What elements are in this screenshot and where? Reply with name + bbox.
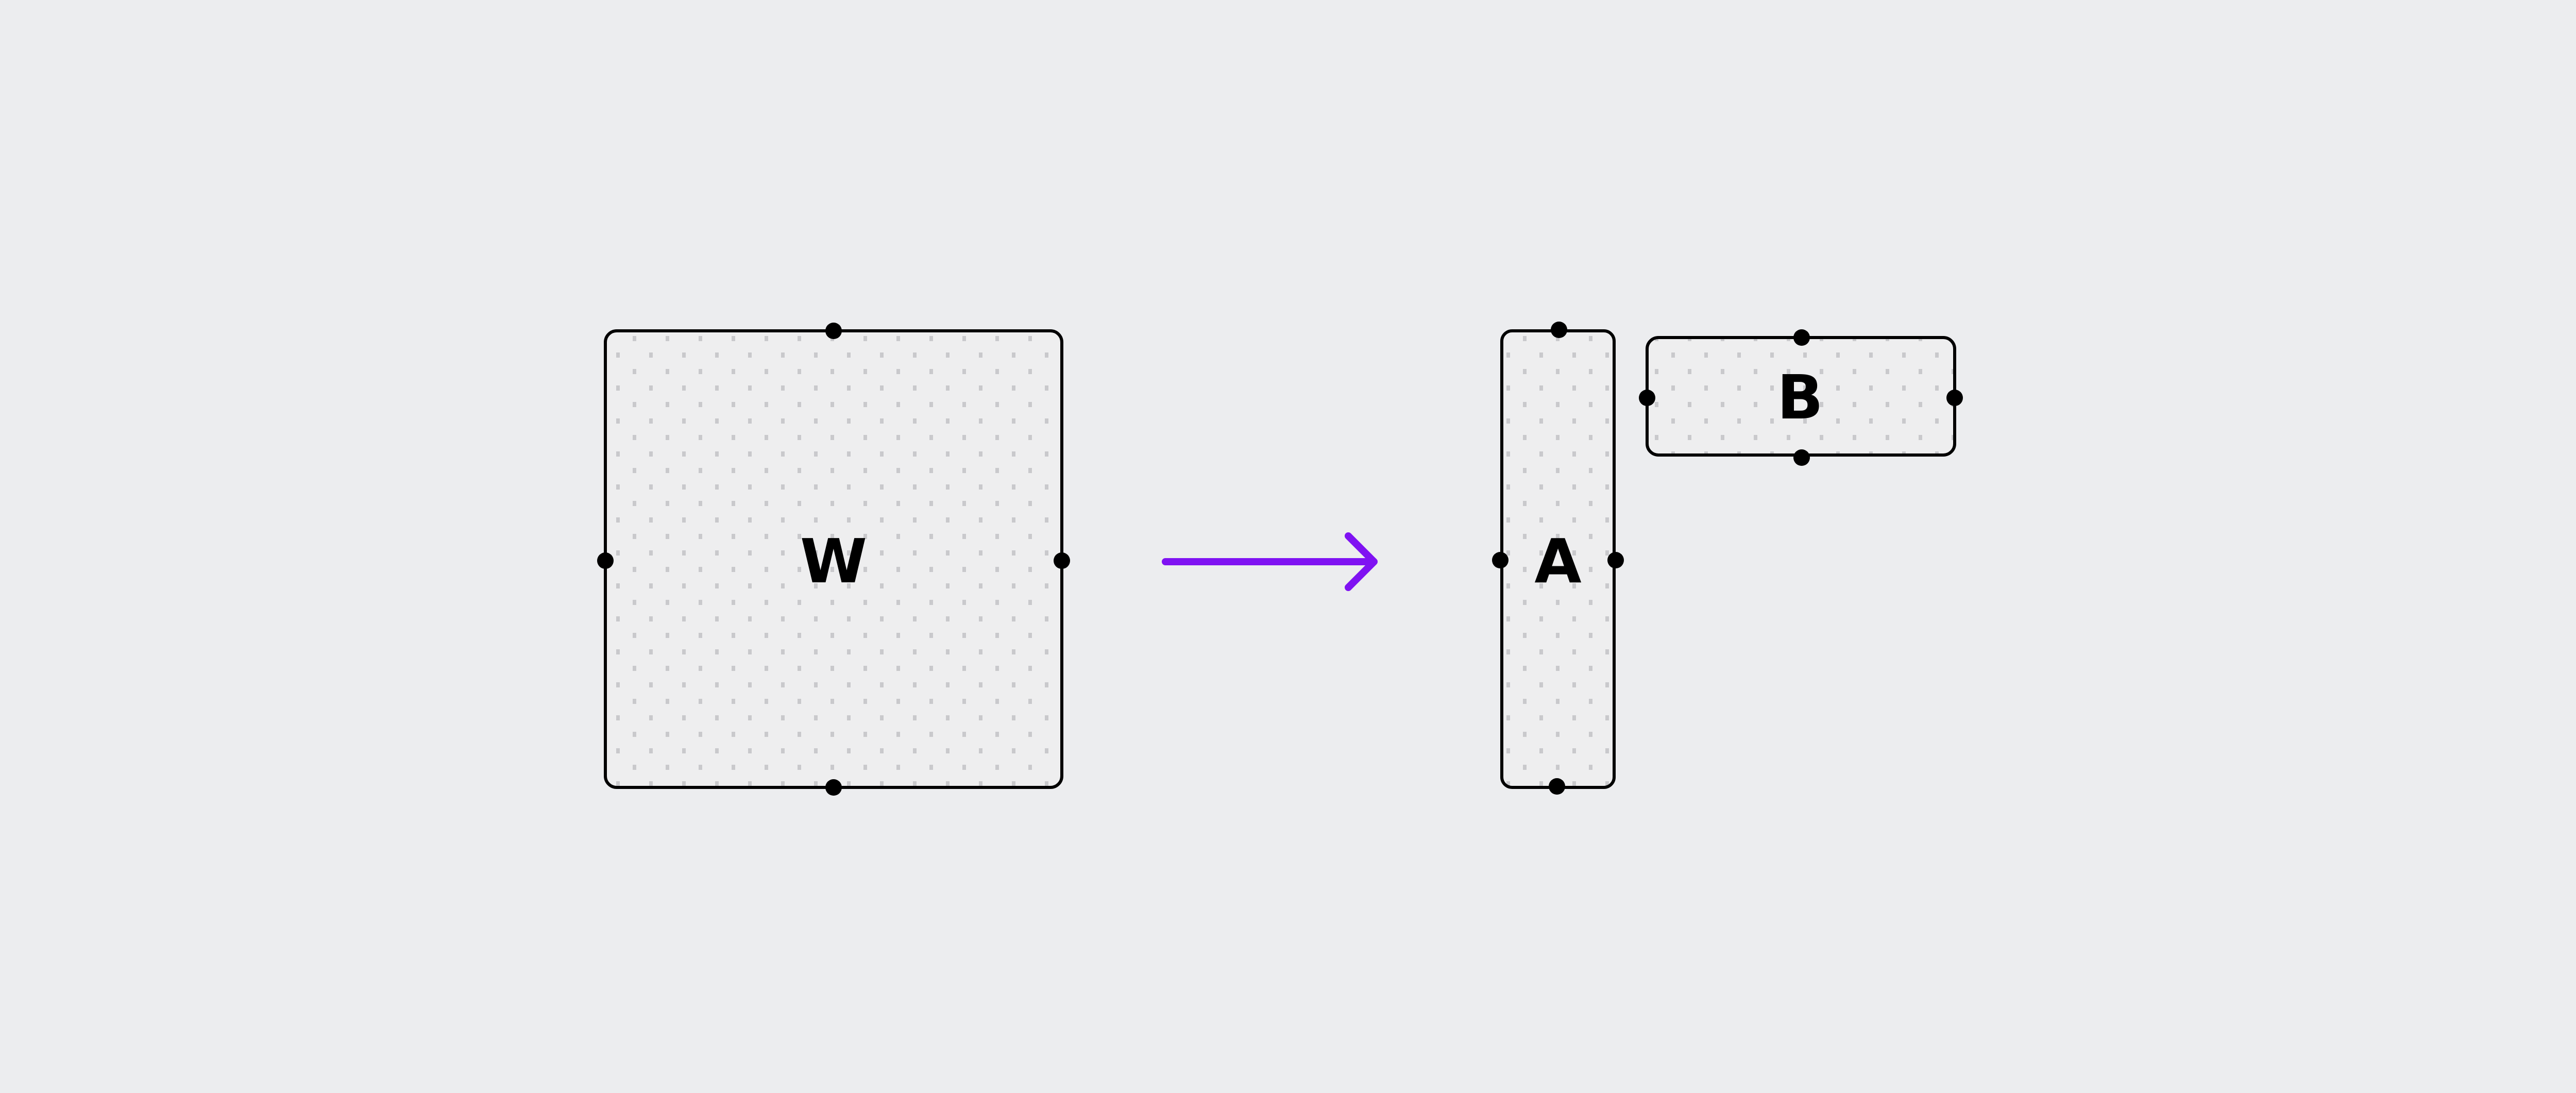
source-box-w: W	[597, 323, 1070, 796]
handle-top[interactable]	[1793, 329, 1810, 346]
handle-bottom[interactable]	[1549, 778, 1565, 795]
handle-left[interactable]	[1492, 552, 1509, 568]
handle-right[interactable]	[1946, 390, 1963, 406]
handle-top[interactable]	[825, 323, 842, 339]
box-label-b: B	[1777, 362, 1823, 433]
result-box-a: A	[1492, 322, 1624, 795]
handle-left[interactable]	[1639, 390, 1655, 406]
box-label-a: A	[1534, 526, 1581, 597]
arrow-icon	[1162, 532, 1378, 591]
result-box-b: B	[1639, 329, 1963, 466]
handle-bottom[interactable]	[825, 779, 842, 796]
handle-bottom[interactable]	[1793, 449, 1810, 466]
handle-right[interactable]	[1607, 552, 1624, 568]
handle-top[interactable]	[1551, 322, 1567, 338]
handle-right[interactable]	[1054, 552, 1070, 569]
box-label-w: W	[800, 526, 867, 597]
handle-left[interactable]	[597, 552, 614, 569]
